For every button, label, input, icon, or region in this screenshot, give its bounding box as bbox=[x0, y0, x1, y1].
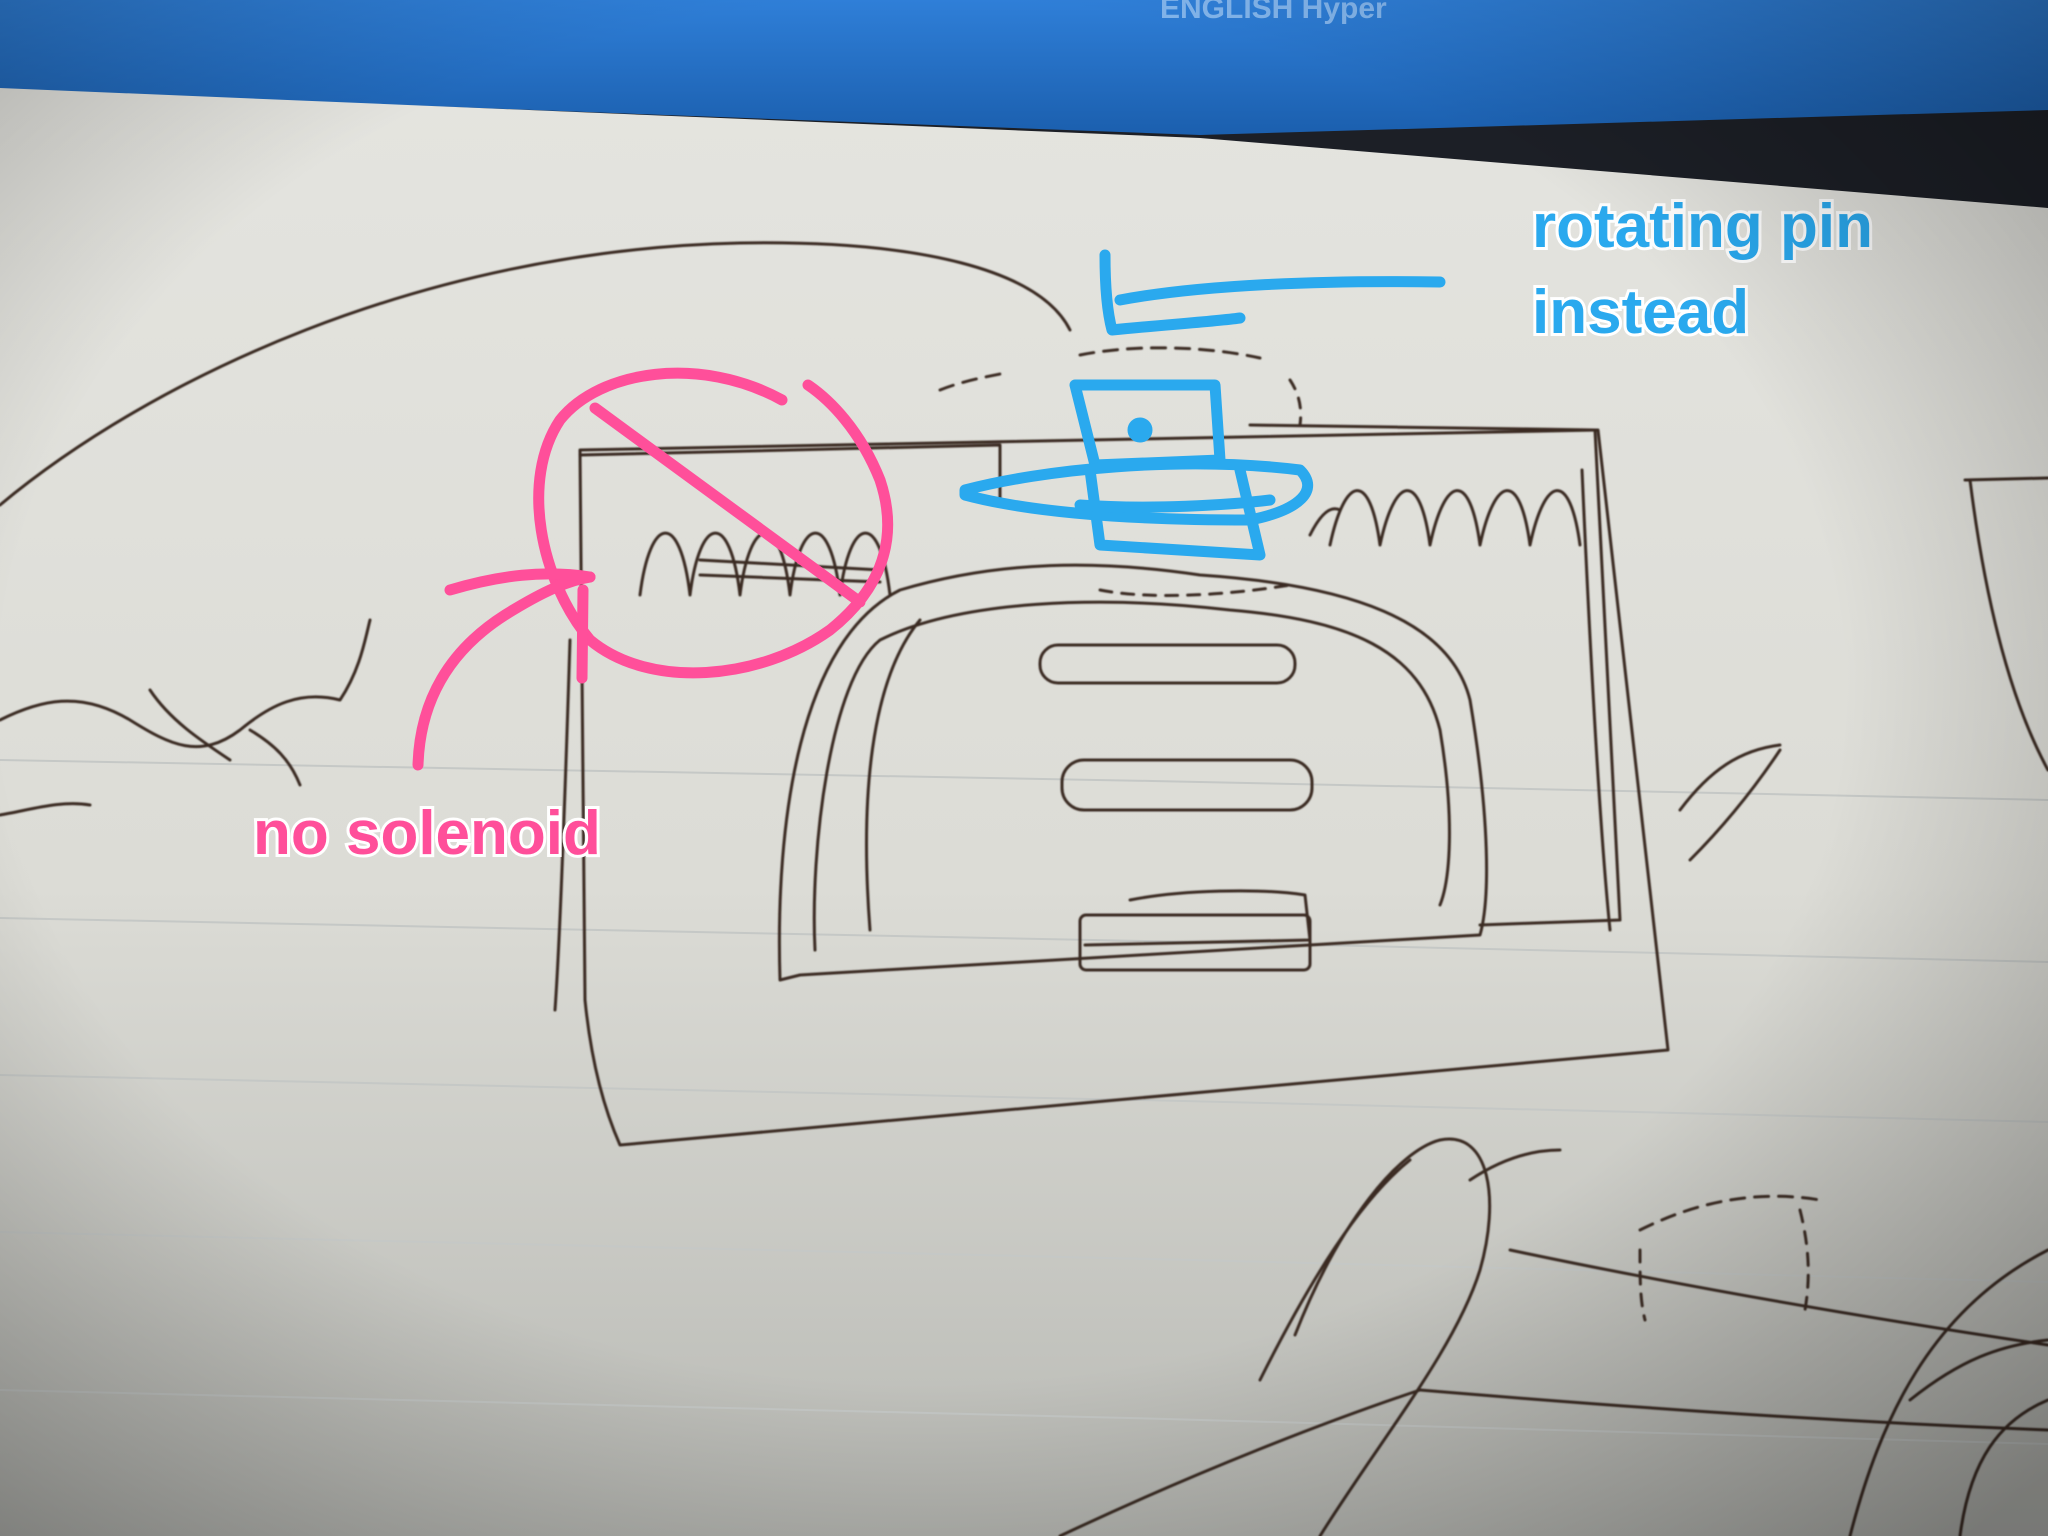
screen-text: ENGLISH Hyper bbox=[1160, 0, 1387, 25]
pin-note-line2: instead bbox=[1532, 278, 1749, 347]
pin-note-line1: rotating pin bbox=[1532, 192, 1873, 261]
solenoid-note: no solenoid bbox=[253, 799, 601, 868]
